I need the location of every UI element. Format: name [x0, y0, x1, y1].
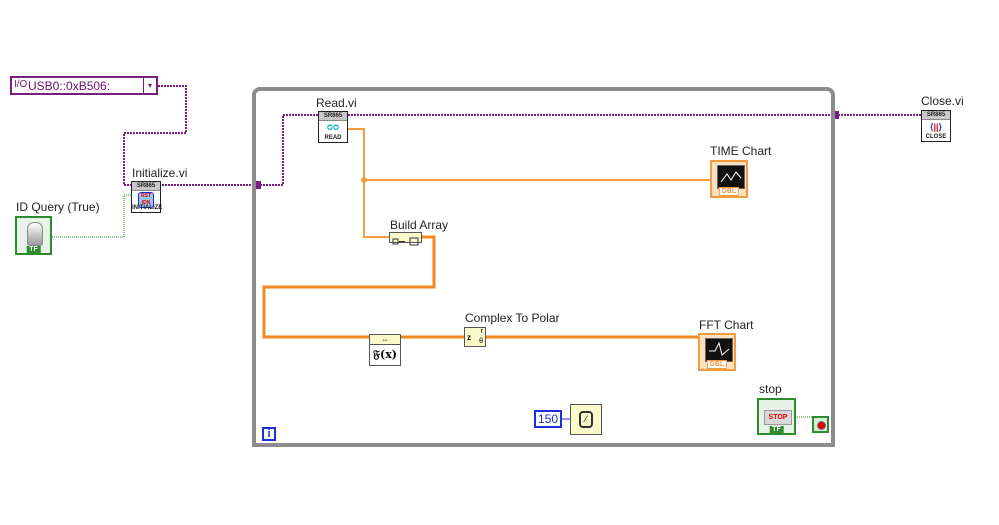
time-chart-indicator[interactable]: DBL — [710, 160, 748, 198]
read-vi[interactable]: SR865 ᴑᴑ READ — [318, 111, 348, 143]
build-array-label: Build Array — [390, 218, 449, 232]
time-chart-type-badge: DBL — [718, 187, 740, 196]
stop-button-control[interactable]: STOP TF — [757, 398, 796, 435]
visa-tunnel-out — [831, 111, 839, 119]
fft-function[interactable]: ⇔ 𝔉(x) — [369, 334, 401, 366]
wire-junction — [361, 177, 367, 183]
close-vi-label: Close.vi — [921, 94, 964, 108]
read-vi-label: Read.vi — [316, 96, 357, 110]
dropdown-arrow-icon[interactable]: ▾ — [143, 78, 156, 93]
visa-wire-control-to-init — [123, 85, 187, 186]
visa-resource-value: USB0::0xB506: — [28, 79, 111, 93]
close-vi-footer: CLOSE — [925, 134, 947, 140]
iteration-terminal: i — [262, 427, 276, 441]
watch-icon: ⁄ — [579, 411, 593, 428]
z-input: z — [467, 333, 471, 342]
glasses-icon: ᴑᴑ — [326, 122, 340, 133]
visa-wire-loop-to-read — [257, 114, 318, 186]
bool-wire-idquery-to-init — [52, 194, 131, 238]
id-query-control[interactable]: TF — [15, 216, 52, 255]
stop-type-badge: TF — [769, 426, 784, 433]
r-output: r — [480, 328, 483, 335]
toggle-switch-icon — [27, 222, 43, 246]
stop-if-true-icon — [817, 421, 826, 430]
initialize-vi-header: SR865 — [132, 182, 160, 191]
visa-resource-control[interactable]: I/O USB0::0xB506: ▾ — [10, 76, 158, 95]
initialize-vi[interactable]: SR865 RST IDN INITIALIZE — [131, 181, 163, 213]
dbl-wire-read-to-timechart — [348, 128, 710, 181]
fft-chart-type-badge: DBL — [706, 360, 728, 369]
time-chart-label: TIME Chart — [710, 144, 772, 158]
initialize-speech-icon: RST IDN — [138, 192, 154, 208]
complex-to-polar-label: Complex To Polar — [465, 311, 560, 325]
complex-to-polar-function[interactable]: z r θ — [464, 327, 486, 347]
loop-condition-terminal[interactable] — [812, 416, 829, 433]
initialize-vi-label: Initialize.vi — [132, 166, 188, 180]
stop-button-face: STOP — [764, 410, 792, 425]
stop-label: stop — [759, 382, 782, 396]
fft-header-icon: ⇔ — [370, 335, 400, 345]
close-vi[interactable]: SR865 ⟨||⟩ CLOSE — [921, 110, 951, 142]
close-vi-header: SR865 — [922, 111, 950, 120]
disconnect-icon: ⟨||⟩ — [929, 122, 943, 132]
initialize-vi-footer: INITIALIZE — [132, 205, 163, 211]
wait-ms-constant[interactable]: 150 — [534, 410, 562, 428]
fft-chart-indicator[interactable]: DBL — [698, 333, 736, 371]
build-array-icon — [392, 237, 419, 246]
read-vi-footer: READ — [324, 135, 342, 141]
build-array-function[interactable] — [389, 232, 422, 246]
fft-chart-label: FFT Chart — [699, 318, 754, 332]
chart-graph-icon — [717, 165, 745, 189]
visa-io-icon: I/O — [14, 79, 28, 90]
while-loop[interactable] — [252, 87, 835, 447]
fft-glyph: 𝔉(x) — [373, 348, 397, 361]
read-vi-header: SR865 — [319, 112, 347, 121]
chart-graph-icon — [705, 338, 733, 362]
theta-output: θ — [479, 338, 483, 345]
dbl-wire-buildarray-to-fft — [262, 235, 436, 339]
id-query-label: ID Query (True) — [16, 200, 100, 214]
id-query-type-badge: TF — [26, 246, 41, 253]
wait-ms-function[interactable]: ⁄ — [570, 404, 602, 435]
visa-tunnel-in — [253, 181, 261, 189]
dbl-wire-read-to-buildarray — [363, 180, 390, 238]
